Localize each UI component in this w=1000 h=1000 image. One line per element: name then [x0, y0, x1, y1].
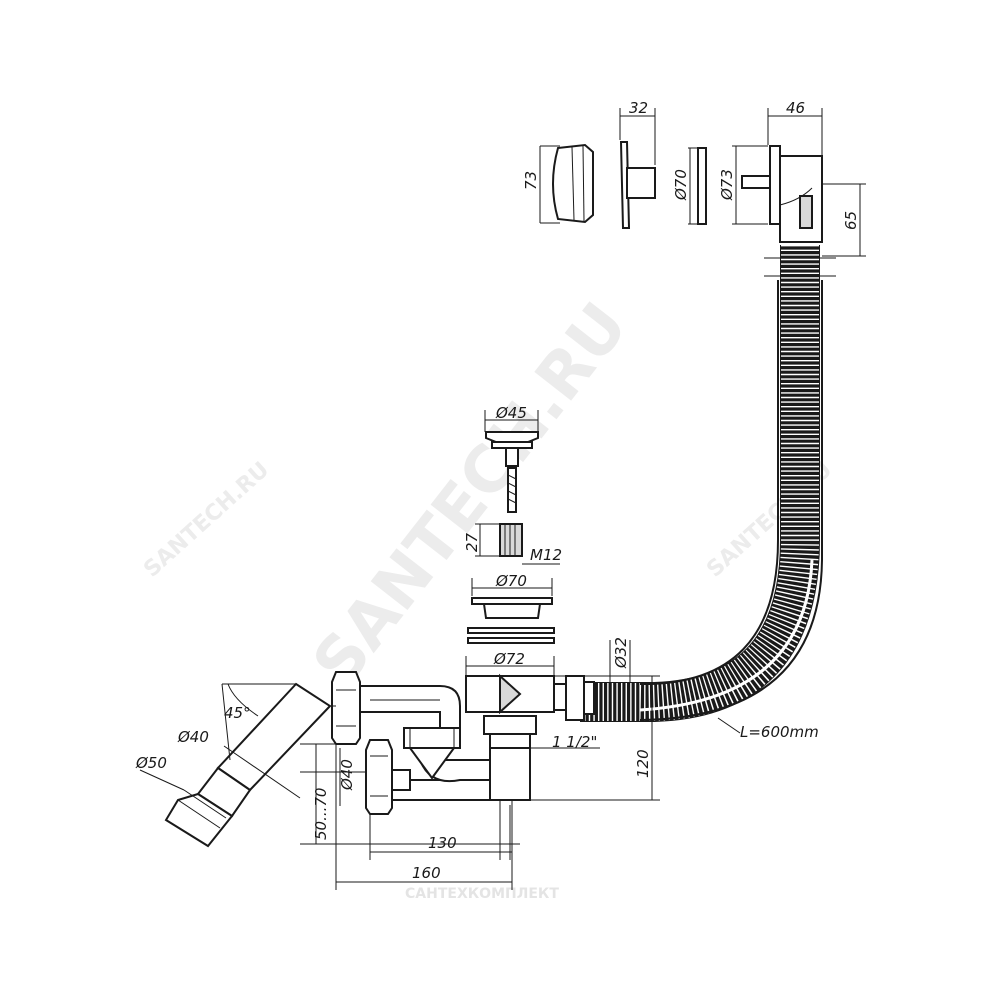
dim-thread: 1 1/2" — [552, 733, 597, 751]
hose-leader — [717, 717, 741, 734]
dim-angle-45: 45° — [224, 704, 251, 722]
corrugated-hose — [580, 245, 823, 723]
dim-dia-32-pipe: Ø32 — [612, 637, 630, 669]
dim-120: 120 — [634, 749, 652, 778]
dim-46: 46 — [786, 99, 805, 117]
dim-50-70: 50...70 — [312, 788, 330, 840]
dim-dia-45: Ø45 — [495, 404, 527, 422]
dimension-lines — [300, 652, 660, 890]
dim-dia-70-mid: Ø70 — [495, 572, 527, 590]
dim-73-height: 73 — [522, 171, 540, 190]
dim-dia-40-top: Ø40 — [177, 728, 209, 746]
plug-assembly — [475, 410, 560, 565]
overflow-plate — [619, 108, 656, 229]
drain-body-dim — [465, 656, 555, 676]
watermark-bottom: САНТЕХКОМПЛЕКТ — [405, 886, 559, 902]
dim-dia-40-side: Ø40 — [338, 759, 356, 791]
dim-dia-72: Ø72 — [493, 650, 525, 668]
overflow-gasket — [688, 147, 707, 225]
siphon-body — [331, 640, 631, 860]
drain-flange — [467, 578, 555, 644]
dim-dia-70: Ø70 — [672, 169, 690, 201]
dim-27: 27 — [463, 532, 481, 552]
overflow-cap — [539, 143, 594, 224]
dim-65: 65 — [842, 211, 860, 230]
dim-m12: M12 — [530, 546, 562, 564]
dim-dia-73: Ø73 — [718, 169, 736, 201]
dim-130: 130 — [428, 834, 457, 852]
dim-32-top: 32 — [629, 99, 648, 117]
watermark-small-left: SANTECH.RU — [139, 457, 274, 582]
dim-dia-50: Ø50 — [135, 754, 167, 772]
hose-length-label: L=600mm — [740, 723, 819, 741]
dim-160: 160 — [412, 864, 441, 882]
overflow-body — [732, 108, 866, 257]
angled-outlet — [139, 682, 336, 848]
